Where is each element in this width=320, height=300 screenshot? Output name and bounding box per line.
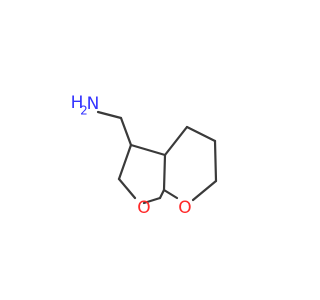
bond-ch2-c3 <box>119 116 133 147</box>
bond-c5-c6 <box>213 139 218 183</box>
molecule-diagram: H 2 N O O <box>70 93 218 218</box>
ring-oxygen-left-label: O <box>137 198 150 218</box>
bond-c3-c3a <box>129 143 167 157</box>
amine-n-label: N <box>87 94 100 114</box>
bond-c3-c2 <box>117 143 133 181</box>
bond-c3a-c4 <box>163 125 189 157</box>
bond-c4-c5 <box>185 125 217 143</box>
bond-c2-o1 <box>117 177 137 200</box>
amine-h-label: H <box>71 93 84 113</box>
structure-svg: H 2 N O O <box>71 93 218 218</box>
bond-o1-c7a-join <box>142 196 162 205</box>
bond-o1-c7a <box>158 188 166 200</box>
amine-h-count-label: 2 <box>80 104 88 118</box>
ring-oxygen-right-label: O <box>178 198 191 218</box>
bond-c7a-c3a <box>162 153 167 192</box>
bond-c7a-o7 <box>162 188 179 200</box>
bond-n-ch2 <box>96 110 123 120</box>
bond-c6-o7 <box>191 179 218 202</box>
